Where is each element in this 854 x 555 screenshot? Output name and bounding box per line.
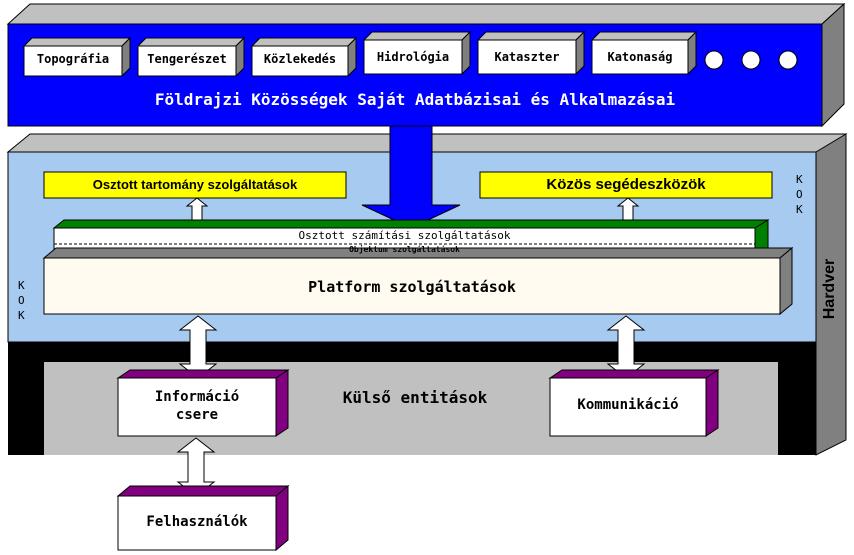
comm-box-top [548, 369, 720, 379]
distributed-computing-label: Osztott számítási szolgáltatások [298, 229, 511, 242]
platform-box [43, 257, 781, 315]
users-box-side [275, 484, 289, 552]
category-kataszter: Kataszter [494, 50, 560, 64]
blue-down-arrow [361, 125, 461, 229]
ellipsis-dot-1 [704, 50, 724, 70]
communication-box [549, 377, 707, 437]
category-boxes [22, 30, 698, 78]
distributed-domain-label: Osztott tartomány szolgáltatások [92, 177, 298, 192]
common-tools-label: Közös segédeszközök [546, 176, 706, 193]
top-band-top-face [6, 3, 846, 25]
communication-label: Kommunikáció [577, 397, 679, 413]
top-band-title: Földrajzi Közösségek Saját Adatbázisai é… [154, 90, 676, 109]
category-topografia: Topográfia [36, 52, 110, 66]
top-band-side-face [821, 2, 845, 128]
distributed-domain-box [43, 171, 347, 199]
kok-left-k1: K [18, 279, 25, 292]
kok-right-k1: K [796, 173, 803, 186]
info-exchange-line1: Információ [154, 389, 240, 405]
platform-side [779, 246, 793, 316]
info-exchange-label: Információ csere [118, 388, 276, 424]
kok-right-k2: K [796, 203, 803, 216]
category-hidrologia: Hidrológia [376, 50, 450, 64]
users-label: Felhasználók [146, 514, 248, 530]
users-box-top [116, 485, 290, 497]
category-katonasag: Katonaság [607, 50, 673, 64]
category-tengereszet: Tengerészet [147, 52, 227, 66]
info-box-top [116, 369, 290, 379]
external-entities-label: Külső entitások [342, 388, 488, 407]
users-box [117, 495, 277, 551]
green-bar-top [52, 219, 770, 229]
ellipsis-dot-3 [778, 50, 798, 70]
kok-left-o: O [18, 294, 25, 307]
info-box-side [275, 369, 289, 437]
object-services-label: Objektum szolgáltatások [349, 245, 460, 254]
kok-left-k2: K [18, 309, 25, 322]
ellipsis-dot-2 [741, 50, 761, 70]
category-kozlekedes: Közlekedés [263, 52, 337, 66]
kok-right-o: O [796, 188, 803, 201]
platform-label: Platform szolgáltatások [308, 278, 516, 296]
kok-right-label: K O K [796, 172, 803, 217]
kok-left-label: K O K [18, 278, 25, 323]
comm-box-side [705, 369, 719, 437]
common-tools-box [479, 171, 773, 199]
info-exchange-box [117, 377, 277, 437]
info-exchange-line2: csere [175, 407, 219, 423]
hardware-label: Hardver [821, 258, 838, 320]
